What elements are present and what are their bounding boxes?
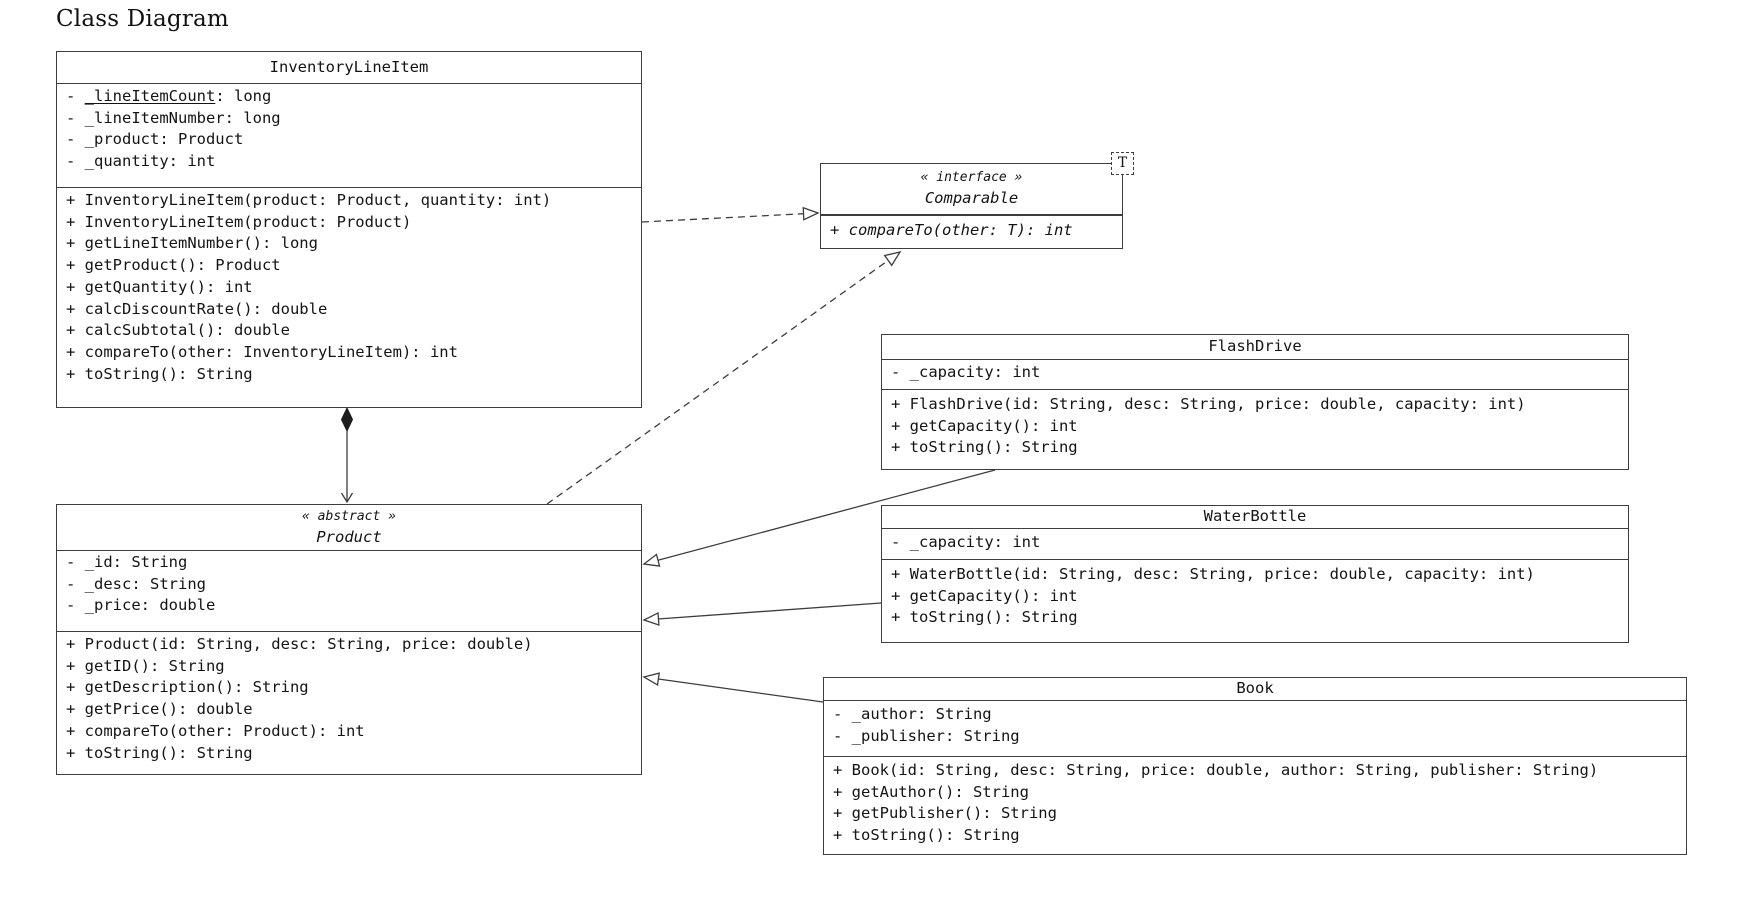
stereotype-abstract: « abstract »: [302, 509, 396, 524]
method-row: + calcDiscountRate(): double: [66, 299, 328, 318]
class-book: Book - _author: String - _publisher: Stri…: [823, 677, 1687, 855]
method-row: + getPrice(): double: [66, 700, 253, 719]
methods-compartment: + FlashDrive(id: String, desc: String, p…: [882, 389, 1628, 469]
method-row: + toString(): String: [833, 826, 1020, 845]
class-name-flashdrive: FlashDrive: [882, 335, 1628, 360]
attributes-compartment: - _author: String - _publisher: String: [824, 701, 1686, 756]
attribute-row: - _capacity: int: [891, 363, 1041, 381]
class-inventorylineitem: InventoryLineItem - _lineItemCount: long…: [56, 51, 642, 408]
method-row: + getLineItemNumber(): long: [66, 234, 318, 253]
attribute-row: - _id: String: [66, 553, 188, 571]
method-row: + compareTo(other: Product): int: [66, 721, 365, 740]
page-title: Class Diagram: [56, 6, 229, 32]
method-row: + getPublisher(): String: [833, 804, 1057, 823]
method-row: + InventoryLineItem(product: Product, qu…: [66, 191, 552, 209]
method-row: + WaterBottle(id: String, desc: String, …: [891, 565, 1535, 583]
method-row: + InventoryLineItem(product: Product): [66, 212, 412, 231]
method-row: + getDescription(): String: [66, 678, 309, 697]
composition-diamond: [340, 406, 354, 433]
method-row: + getID(): String: [66, 656, 225, 675]
method-row: + getAuthor(): String: [833, 782, 1029, 801]
method-row: + toString(): String: [891, 438, 1078, 457]
methods-compartment: + Book(id: String, desc: String, price: …: [824, 756, 1686, 854]
attribute-row: - _author: String: [833, 705, 992, 723]
attribute-row: - _desc: String: [66, 574, 206, 593]
edge-generalization-book-product: [642, 672, 824, 703]
attribute-row: - _price: double: [66, 596, 216, 615]
class-name-book: Book: [824, 678, 1686, 701]
interface-comparable: T « interface » Comparable + compareTo(o…: [820, 152, 1134, 249]
methods-compartment: + compareTo(other: T): int: [821, 215, 1122, 248]
method-row: + getProduct(): Product: [66, 256, 281, 275]
attribute-row: - _lineItemCount: long: [66, 87, 272, 105]
method-row: + Book(id: String, desc: String, price: …: [833, 761, 1599, 779]
class-name-inventorylineitem: InventoryLineItem: [57, 52, 641, 84]
class-waterbottle: WaterBottle - _capacity: int + WaterBott…: [881, 505, 1629, 643]
attribute-row: - _quantity: int: [66, 152, 216, 171]
method-row: + compareTo(other: InventoryLineItem): i…: [66, 342, 458, 361]
method-row: + toString(): String: [66, 743, 253, 762]
class-name-product: Product: [316, 528, 382, 546]
method-row: + Product(id: String, desc: String, pric…: [66, 635, 533, 653]
edge-composition-inventorylineitem-product: [340, 406, 354, 504]
attributes-compartment: - _capacity: int: [882, 360, 1628, 389]
method-row: + calcSubtotal(): double: [66, 321, 290, 340]
method-row: + compareTo(other: T): int: [830, 221, 1073, 239]
attribute-row: - _capacity: int: [891, 533, 1041, 551]
method-row: + getCapacity(): int: [891, 416, 1078, 435]
method-row: + FlashDrive(id: String, desc: String, p…: [891, 395, 1526, 413]
attribute-row: - _lineItemNumber: long: [66, 108, 281, 127]
methods-compartment: + Product(id: String, desc: String, pric…: [57, 631, 641, 774]
class-name-waterbottle: WaterBottle: [882, 506, 1628, 529]
interface-title: « interface » Comparable: [821, 164, 1122, 215]
edge-generalization-waterbottle-product: [642, 602, 882, 626]
class-product: « abstract » Product - _id: String - _des…: [56, 504, 642, 775]
method-row: + getCapacity(): int: [891, 586, 1078, 605]
methods-compartment: + WaterBottle(id: String, desc: String, …: [882, 559, 1628, 642]
methods-compartment: + InventoryLineItem(product: Product, qu…: [57, 187, 641, 407]
edge-realization-inventorylineitem-comparable: [641, 206, 820, 223]
class-flashdrive: FlashDrive - _capacity: int + FlashDrive…: [881, 334, 1629, 470]
attributes-compartment: - _capacity: int: [882, 529, 1628, 559]
template-parameter-box: T: [1111, 152, 1134, 175]
method-row: + toString(): String: [891, 608, 1078, 627]
attributes-compartment: - _lineItemCount: long - _lineItemNumber:…: [57, 84, 641, 187]
method-row: + toString(): String: [66, 364, 253, 383]
attribute-row: - _publisher: String: [833, 726, 1020, 745]
stereotype-interface: « interface »: [920, 170, 1023, 185]
method-row: + getQuantity(): int: [66, 277, 253, 296]
attribute-row: - _product: Product: [66, 130, 244, 149]
attributes-compartment: - _id: String - _desc: String - _price: do…: [57, 551, 641, 631]
class-title-product: « abstract » Product: [57, 505, 641, 551]
class-name-comparable: Comparable: [924, 189, 1019, 207]
